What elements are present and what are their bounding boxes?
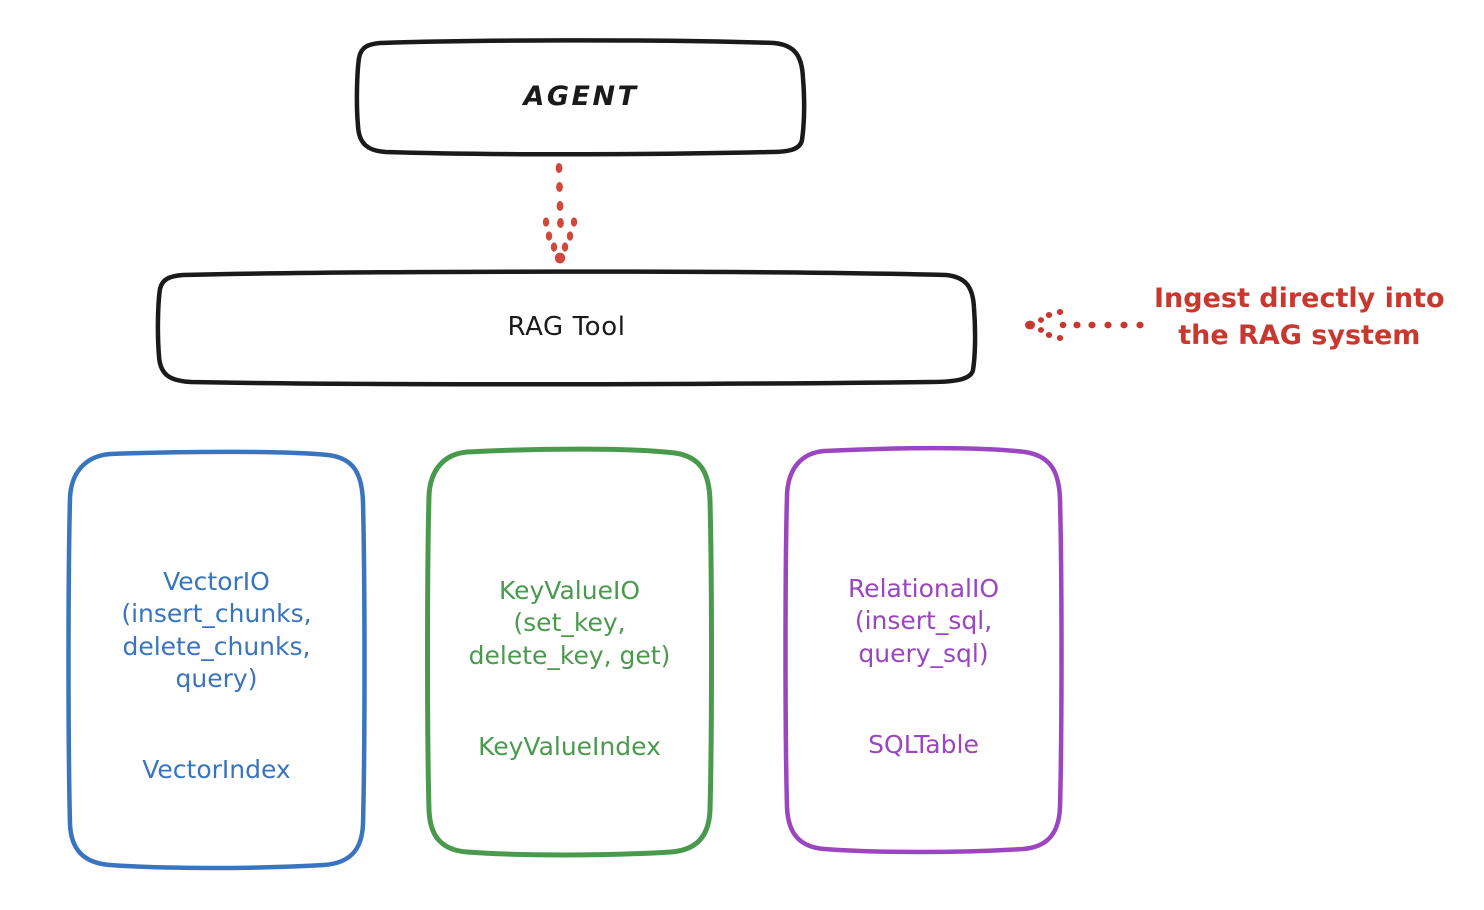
rag-tool-node-label: RAG Tool xyxy=(507,311,626,342)
key-value-io-spacer xyxy=(469,672,671,698)
relational-io-methods-label: RelationalIO (insert_sql, query_sql) xyxy=(847,573,1000,668)
agent-node[interactable]: AGENT xyxy=(354,38,807,157)
vector-io-node-text: VectorIO (insert_chunks, delete_chunks, … xyxy=(121,533,311,787)
key-value-io-node-text: KeyValueIO (set_key, delete_key, get) Ke… xyxy=(469,542,671,763)
relational-io-spacer xyxy=(848,670,999,696)
vector-io-index-label: VectorIndex xyxy=(142,755,291,785)
relational-io-index-label: SQLTable xyxy=(868,729,979,759)
ingest-arrow-icon xyxy=(1025,309,1144,341)
vector-io-methods-label: VectorIO (insert_chunks, delete_chunks, … xyxy=(121,566,312,694)
key-value-io-node[interactable]: KeyValueIO (set_key, delete_key, get) Ke… xyxy=(425,446,714,858)
rag-tool-node[interactable]: RAG Tool xyxy=(155,269,978,387)
ingest-annotation: Ingest directly into the RAG system xyxy=(1024,278,1474,364)
key-value-io-methods-label: KeyValueIO (set_key, delete_key, get) xyxy=(468,575,671,670)
agent-to-rag-tool-connector xyxy=(542,163,578,264)
relational-io-node[interactable]: RelationalIO (insert_sql, query_sql) SQL… xyxy=(783,445,1064,855)
vector-io-spacer xyxy=(121,696,311,722)
relational-io-node-text: RelationalIO (insert_sql, query_sql) SQL… xyxy=(848,540,999,761)
key-value-io-index-label: KeyValueIndex xyxy=(478,731,661,761)
vector-io-node[interactable]: VectorIO (insert_chunks, delete_chunks, … xyxy=(66,449,367,871)
agent-node-label: AGENT xyxy=(523,80,639,112)
ingest-annotation-text: Ingest directly into the RAG system xyxy=(1154,283,1445,352)
